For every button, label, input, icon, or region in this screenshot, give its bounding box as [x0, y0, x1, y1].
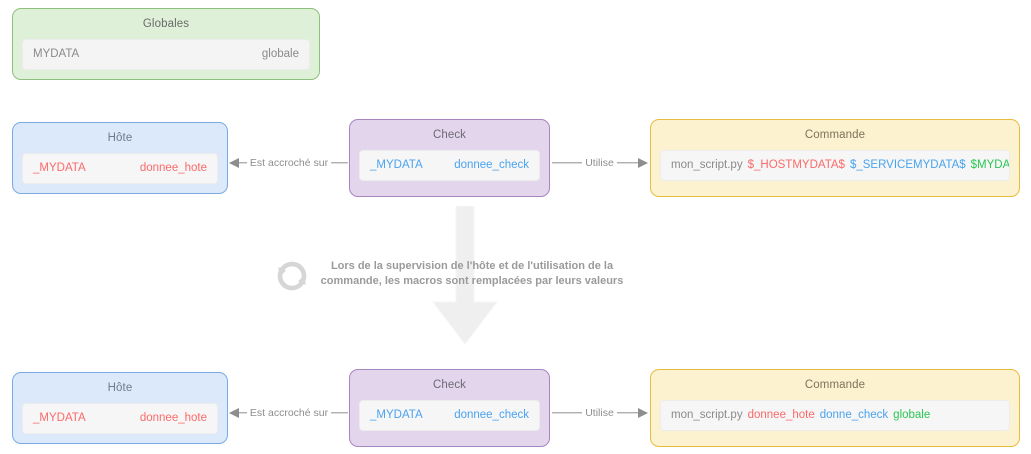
globals-macro-row: MYDATA globale — [22, 39, 310, 70]
host-card-bottom-macro-value: donnee_hote — [139, 412, 207, 424]
command-card-bottom-arg-service: donne_check — [819, 409, 889, 421]
host-card-bottom-macro-row: _MYDATA donnee_hote — [22, 403, 218, 434]
check-card-top-macro-name: _MYDATA — [370, 159, 423, 171]
command-card-top-script: mon_script.py — [671, 159, 743, 171]
command-card-top: Commande mon_script.py $_HOSTMYDATA$ $_S… — [650, 119, 1020, 197]
host-card-bottom: Hôte _MYDATA donnee_hote — [12, 372, 228, 444]
check-card-top-macro-row: _MYDATA donnee_check — [359, 150, 540, 181]
command-card-top-arg-global: $MYDATA$ — [970, 159, 1010, 171]
host-card-top-macro-row: _MYDATA donnee_hote — [22, 153, 218, 184]
connector-check-command-top: Utilise — [552, 154, 648, 172]
command-card-top-title: Commande — [804, 129, 866, 141]
command-card-bottom: Commande mon_script.py donnee_hote donne… — [650, 369, 1020, 447]
globals-card: Globales MYDATA globale — [12, 8, 320, 80]
connector-host-check-bottom: Est accroché sur — [229, 404, 348, 422]
command-card-top-arg-service: $_SERVICEMYDATA$ — [849, 159, 966, 171]
check-card-top-macro-value: donnee_check — [454, 159, 529, 171]
transformation-note-line2: commande, les macros sont remplacées par… — [320, 275, 624, 287]
command-card-top-line: mon_script.py $_HOSTMYDATA$ $_SERVICEMYD… — [660, 150, 1010, 181]
check-card-top: Check _MYDATA donnee_check — [349, 119, 550, 197]
connector-check-command-bottom-label: Utilise — [582, 406, 617, 420]
command-card-top-arg-host: $_HOSTMYDATA$ — [747, 159, 845, 171]
arrowhead-right-icon — [638, 408, 648, 418]
check-card-top-title: Check — [432, 129, 467, 141]
connector-host-check-top-label: Est accroché sur — [246, 156, 332, 170]
command-card-bottom-arg-host: donnee_hote — [747, 409, 815, 421]
check-card-bottom-title: Check — [432, 379, 467, 391]
check-card-bottom-macro-row: _MYDATA donnee_check — [359, 400, 540, 431]
refresh-sync-icon — [274, 258, 310, 294]
transformation-note-line1: Lors de la supervision de l'hôte et de l… — [330, 260, 614, 272]
host-card-top-title: Hôte — [107, 132, 133, 144]
globals-macro-value: globale — [261, 48, 299, 60]
host-card-top-macro-value: donnee_hote — [139, 162, 207, 174]
command-card-bottom-script: mon_script.py — [671, 409, 743, 421]
host-card-bottom-macro-name: _MYDATA — [33, 412, 86, 424]
host-card-bottom-title: Hôte — [107, 382, 133, 394]
command-card-bottom-arg-global: globale — [893, 409, 931, 421]
host-card-top-macro-name: _MYDATA — [33, 162, 86, 174]
command-card-bottom-title: Commande — [804, 379, 866, 391]
check-card-bottom: Check _MYDATA donnee_check — [349, 369, 550, 447]
command-card-bottom-line: mon_script.py donnee_hote donne_check gl… — [660, 400, 1010, 431]
host-card-top: Hôte _MYDATA donnee_hote — [12, 122, 228, 194]
globals-macro-name: MYDATA — [33, 48, 80, 60]
transformation-down-arrow-icon — [430, 205, 500, 346]
arrowhead-left-icon — [229, 158, 239, 168]
connector-host-check-bottom-label: Est accroché sur — [246, 406, 332, 420]
transformation-note: Lors de la supervision de l'hôte et de l… — [312, 259, 632, 289]
check-card-bottom-macro-name: _MYDATA — [370, 409, 423, 421]
check-card-bottom-macro-value: donnee_check — [454, 409, 529, 421]
globals-card-title: Globales — [142, 18, 190, 30]
arrowhead-left-icon — [229, 408, 239, 418]
connector-check-command-bottom: Utilise — [552, 404, 648, 422]
connector-host-check-top: Est accroché sur — [229, 154, 348, 172]
arrowhead-right-icon — [638, 158, 648, 168]
connector-check-command-top-label: Utilise — [582, 156, 617, 170]
